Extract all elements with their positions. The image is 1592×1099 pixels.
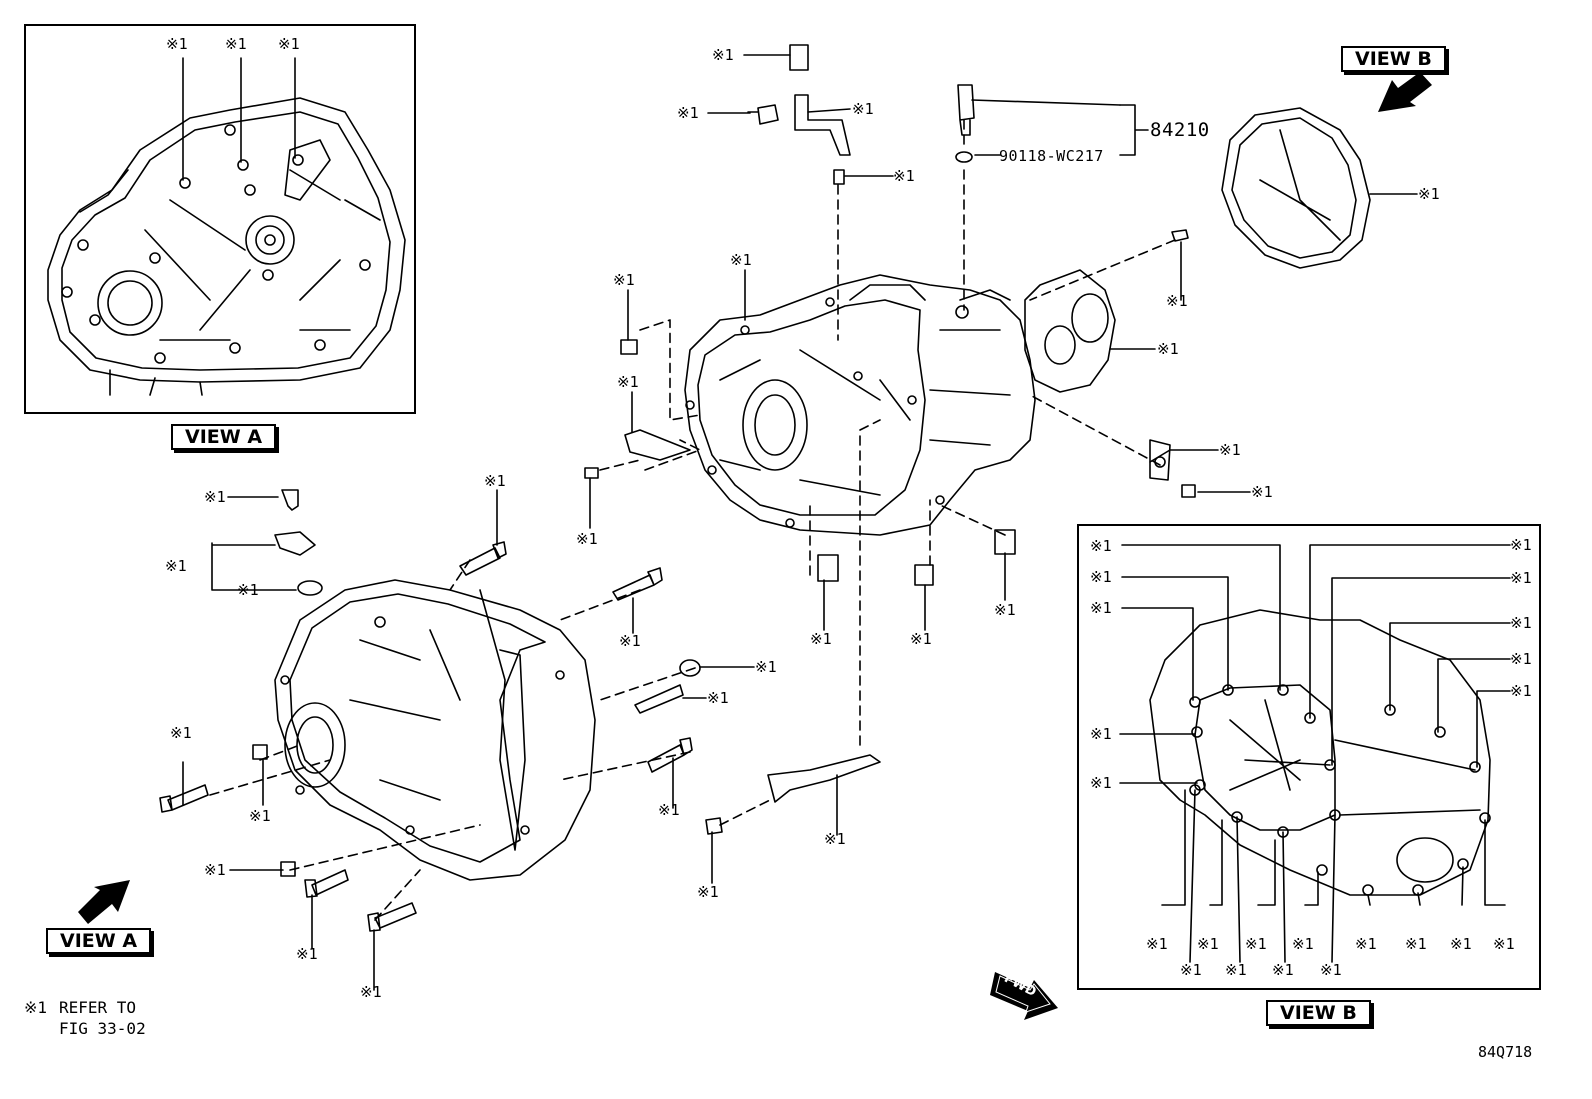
- clutch-housing-illustration: [274, 579, 596, 881]
- footnote-mark: ※1: [24, 998, 48, 1017]
- view-a-direction-arrow: [78, 880, 130, 924]
- ref-label: ※1: [237, 581, 259, 599]
- view-b-arrow-label: VIEW B: [1341, 46, 1446, 72]
- ref-label: ※1: [1510, 650, 1532, 668]
- ref-label: ※1: [1166, 292, 1188, 310]
- ref-label: ※1: [1450, 935, 1472, 953]
- ref-label: ※1: [1090, 725, 1112, 743]
- ref-label: ※1: [1197, 935, 1219, 953]
- ref-label: ※1: [910, 630, 932, 648]
- ref-label: ※1: [755, 658, 777, 676]
- ref-label: ※1: [1180, 961, 1202, 979]
- ref-label: ※1: [296, 945, 318, 963]
- ref-label: ※1: [1090, 568, 1112, 586]
- ref-label: ※1: [1245, 935, 1267, 953]
- ref-label: ※1: [1510, 682, 1532, 700]
- ref-label: ※1: [1355, 935, 1377, 953]
- ref-label: ※1: [1510, 614, 1532, 632]
- ref-label: ※1: [712, 46, 734, 64]
- ref-label: ※1: [576, 530, 598, 548]
- sensor-part-number: 84210: [1150, 119, 1210, 141]
- footnote-line-1: REFER TO: [59, 998, 137, 1017]
- ref-label: ※1: [1418, 185, 1440, 203]
- ref-label: ※1: [1510, 536, 1532, 554]
- ref-label: ※1: [617, 373, 639, 391]
- ref-label: ※1: [613, 271, 635, 289]
- ref-label: ※1: [1405, 935, 1427, 953]
- ref-label: ※1: [204, 488, 226, 506]
- view-b-cover-illustration: [1221, 107, 1371, 269]
- ref-label: ※1: [204, 861, 226, 879]
- ref-label: ※1: [730, 251, 752, 269]
- ref-label: ※1: [165, 557, 187, 575]
- ref-label: ※1: [1090, 774, 1112, 792]
- ref-label: ※1: [225, 35, 247, 53]
- ref-label: ※1: [824, 830, 846, 848]
- view-a-inset-frame: [24, 24, 416, 414]
- ref-label: ※1: [1510, 569, 1532, 587]
- fwd-arrow: [990, 972, 1058, 1020]
- ref-label: ※1: [1146, 935, 1168, 953]
- ref-label: ※1: [1090, 599, 1112, 617]
- ref-label: ※1: [166, 35, 188, 53]
- ref-label: ※1: [1157, 340, 1179, 358]
- diagram-code: 84Q718: [1478, 1043, 1533, 1061]
- ref-label: ※1: [1090, 537, 1112, 555]
- ref-label: ※1: [707, 689, 729, 707]
- footnote-line-2: FIG 33-02: [59, 1019, 146, 1038]
- ref-label: ※1: [697, 883, 719, 901]
- ref-label: ※1: [1272, 961, 1294, 979]
- ref-label: ※1: [893, 167, 915, 185]
- ref-label: ※1: [1251, 483, 1273, 501]
- ref-label: ※1: [810, 630, 832, 648]
- ref-label: ※1: [278, 35, 300, 53]
- view-b-direction-arrow: [1378, 72, 1432, 112]
- ref-label: ※1: [170, 724, 192, 742]
- ref-label: ※1: [1320, 961, 1342, 979]
- ref-label: ※1: [677, 104, 699, 122]
- view-a-housing-illustration: [47, 57, 406, 396]
- gasket-part-number: 90118-WC217: [999, 147, 1104, 165]
- ref-label: ※1: [360, 983, 382, 1001]
- ref-label: ※1: [484, 472, 506, 490]
- ref-label: ※1: [1225, 961, 1247, 979]
- view-b-inset-label: VIEW B: [1266, 1000, 1371, 1026]
- ref-label: ※1: [619, 632, 641, 650]
- ref-label: ※1: [994, 601, 1016, 619]
- ref-label: ※1: [1219, 441, 1241, 459]
- transaxle-case-illustration: [684, 274, 1036, 536]
- ref-label: ※1: [658, 801, 680, 819]
- view-a-arrow-label: VIEW A: [46, 928, 152, 954]
- view-b-inset-frame: [1077, 524, 1541, 990]
- ref-label: ※1: [852, 100, 874, 118]
- ref-label: ※1: [1292, 935, 1314, 953]
- ref-label: ※1: [249, 807, 271, 825]
- view-a-inset-label: VIEW A: [171, 424, 277, 450]
- ref-label: ※1: [1493, 935, 1515, 953]
